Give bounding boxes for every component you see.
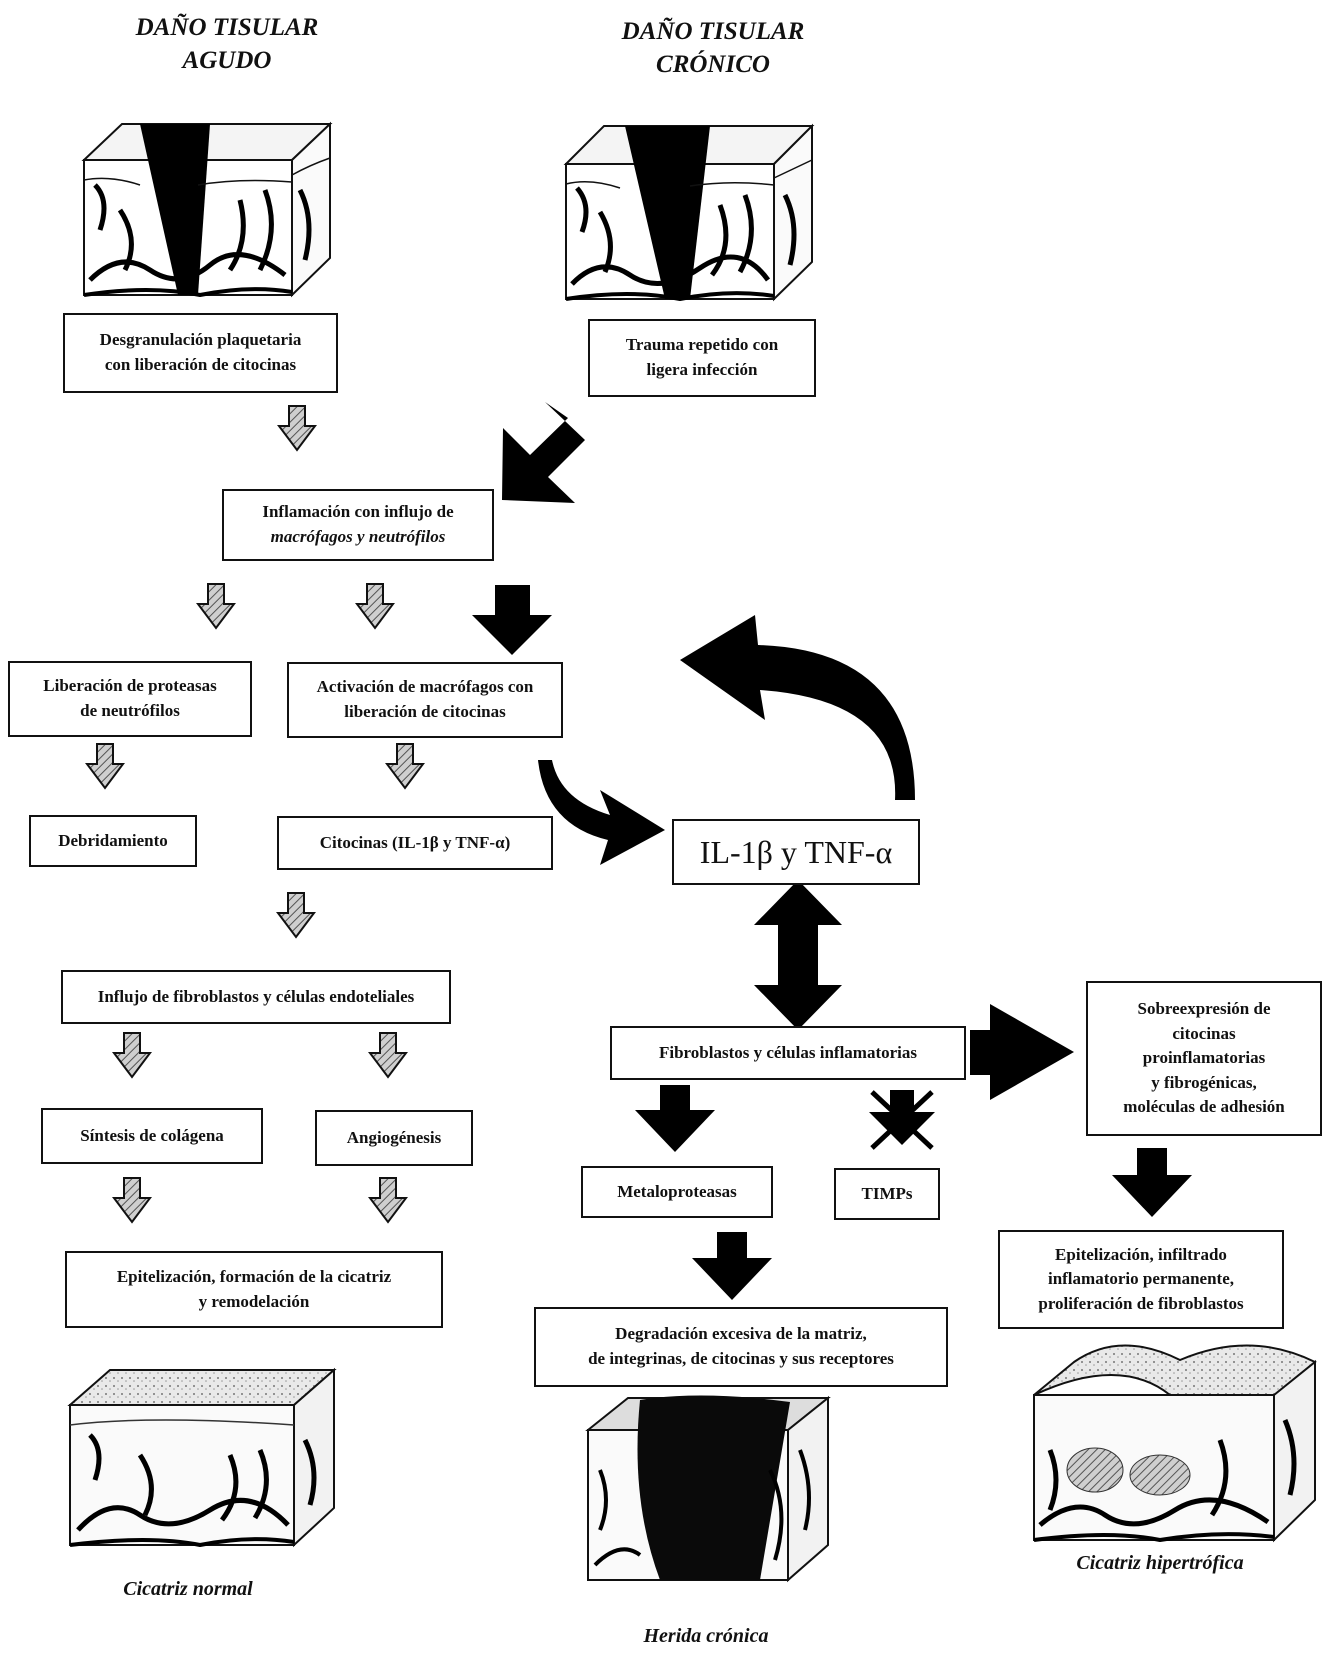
hypertrophic-scar-caption: Cicatriz hipertrófica bbox=[1076, 1552, 1244, 1574]
metalloproteases-box: Metaloproteasas bbox=[581, 1166, 773, 1218]
hatched-arrow bbox=[85, 743, 125, 790]
solid-arrow bbox=[635, 1085, 715, 1152]
hypertrophic-scar-illustration bbox=[1033, 1344, 1317, 1543]
angiogenesis-box: Angiogénesis bbox=[315, 1110, 473, 1166]
box-line: macrófagos y neutrófilos bbox=[270, 527, 446, 546]
solid-arrow bbox=[692, 1232, 772, 1300]
box-line: Degradación excesiva de la matriz, bbox=[615, 1324, 867, 1344]
chronic-wound-illustration bbox=[585, 1395, 831, 1583]
degranulation-box: Desgranulación plaquetaria con liberación… bbox=[63, 313, 338, 393]
box-line: inflamatorio permanente, bbox=[1047, 1269, 1234, 1289]
box-line: liberación de citocinas bbox=[344, 702, 506, 721]
box-line: y fibrogénicas, bbox=[1151, 1072, 1257, 1092]
hatched-arrow bbox=[368, 1177, 408, 1224]
overexpression-box: Sobreexpresión de citocinas proinflamato… bbox=[1086, 981, 1322, 1136]
hatched-arrow bbox=[112, 1032, 152, 1079]
box-line: Debridamiento bbox=[58, 830, 168, 850]
chronic-skin-illustration bbox=[563, 123, 815, 302]
normal-scar-illustration bbox=[67, 1367, 337, 1548]
box-line: Fibroblastos y células inflamatorias bbox=[659, 1042, 917, 1062]
box-line: Angiogénesis bbox=[346, 1127, 442, 1147]
box-line: Trauma repetido con bbox=[625, 335, 779, 355]
hatched-arrow bbox=[355, 583, 395, 630]
box-line: Desgranulación plaquetaria bbox=[99, 330, 302, 350]
blocked-arrow bbox=[869, 1090, 935, 1150]
acute-skin-illustration bbox=[81, 121, 333, 298]
chronic-wound-caption: Herida crónica bbox=[643, 1625, 769, 1647]
box-line: con liberación de citocinas bbox=[104, 355, 297, 374]
box-line: Síntesis de colágena bbox=[80, 1125, 224, 1145]
chronic-damage-title: DAÑO TISULAR CRÓNICO bbox=[578, 16, 848, 81]
box-line: proliferación de fibroblastos bbox=[1038, 1293, 1244, 1313]
box-line: Activación de macrófagos con bbox=[316, 677, 534, 697]
solid-arrow bbox=[1112, 1148, 1192, 1217]
timps-box: TIMPs bbox=[834, 1168, 940, 1220]
box-line: Inflamación con influjo de bbox=[262, 502, 454, 522]
box-line: Epitelización, formación de la cicatriz bbox=[116, 1266, 392, 1286]
hypertrophic-epithelialization-box: Epitelización, infiltrado inflamatorio pe… bbox=[998, 1230, 1284, 1329]
title-line: AGUDO bbox=[182, 46, 272, 74]
box-line: IL-1β y TNF-α bbox=[699, 833, 893, 870]
box-line: Influjo de fibroblastos y células endote… bbox=[97, 986, 415, 1006]
debridement-box: Debridamiento bbox=[29, 815, 197, 867]
fibroblast-influx-box: Influjo de fibroblastos y células endote… bbox=[61, 970, 451, 1024]
cytokines-box: Citocinas (IL-1β y TNF-α) bbox=[277, 816, 553, 870]
box-line: de neutrófilos bbox=[80, 701, 180, 720]
proteases-box: Liberación de proteasas de neutrófilos bbox=[8, 661, 252, 737]
hatched-arrow bbox=[385, 743, 425, 790]
solid-arrow bbox=[502, 402, 585, 503]
solid-arrow bbox=[472, 585, 552, 655]
solid-arrow bbox=[754, 880, 842, 1030]
box-line: y remodelación bbox=[198, 1291, 310, 1311]
macrophage-activation-box: Activación de macrófagos con liberación d… bbox=[287, 662, 563, 738]
box-line: Citocinas (IL-1β y TNF-α) bbox=[319, 832, 511, 852]
degradation-box: Degradación excesiva de la matriz, de int… bbox=[534, 1307, 948, 1387]
fibroblasts-inflammatory-box: Fibroblastos y células inflamatorias bbox=[610, 1026, 966, 1080]
hatched-arrow bbox=[112, 1177, 152, 1224]
solid-arrow bbox=[680, 615, 915, 800]
normal-epithelialization-box: Epitelización, formación de la cicatriz y… bbox=[65, 1251, 443, 1328]
box-line: TIMPs bbox=[861, 1183, 913, 1203]
collagen-synthesis-box: Síntesis de colágena bbox=[41, 1108, 263, 1164]
title-line: CRÓNICO bbox=[656, 50, 770, 78]
acute-damage-title: DAÑO TISULAR AGUDO bbox=[102, 12, 352, 77]
hatched-arrow bbox=[368, 1032, 408, 1079]
hatched-arrow bbox=[276, 892, 316, 939]
trauma-box: Trauma repetido con ligera infección bbox=[588, 319, 816, 397]
box-line: proinflamatorias bbox=[1142, 1048, 1266, 1068]
inflammation-box: Inflamación con influjo de macrófagos y n… bbox=[222, 489, 494, 561]
box-line: de integrinas, de citocinas y sus recept… bbox=[588, 1349, 894, 1368]
box-line: moléculas de adhesión bbox=[1123, 1097, 1285, 1117]
hatched-arrow bbox=[196, 583, 236, 630]
box-line: Sobreexpresión de bbox=[1137, 998, 1271, 1018]
title-line: DAÑO TISULAR bbox=[621, 18, 805, 45]
box-line: citocinas bbox=[1172, 1023, 1236, 1043]
solid-arrow bbox=[538, 760, 665, 865]
box-line: Liberación de proteasas bbox=[43, 676, 217, 696]
box-line: Metaloproteasas bbox=[617, 1181, 737, 1201]
box-line: ligera infección bbox=[646, 360, 758, 379]
title-line: DAÑO TISULAR bbox=[135, 14, 319, 41]
solid-arrow bbox=[970, 1004, 1074, 1100]
box-line: Epitelización, infiltrado bbox=[1055, 1244, 1227, 1264]
normal-scar-caption: Cicatriz normal bbox=[123, 1578, 253, 1600]
il1-tnf-box: IL-1β y TNF-α bbox=[672, 819, 920, 885]
hatched-arrow bbox=[277, 405, 317, 452]
